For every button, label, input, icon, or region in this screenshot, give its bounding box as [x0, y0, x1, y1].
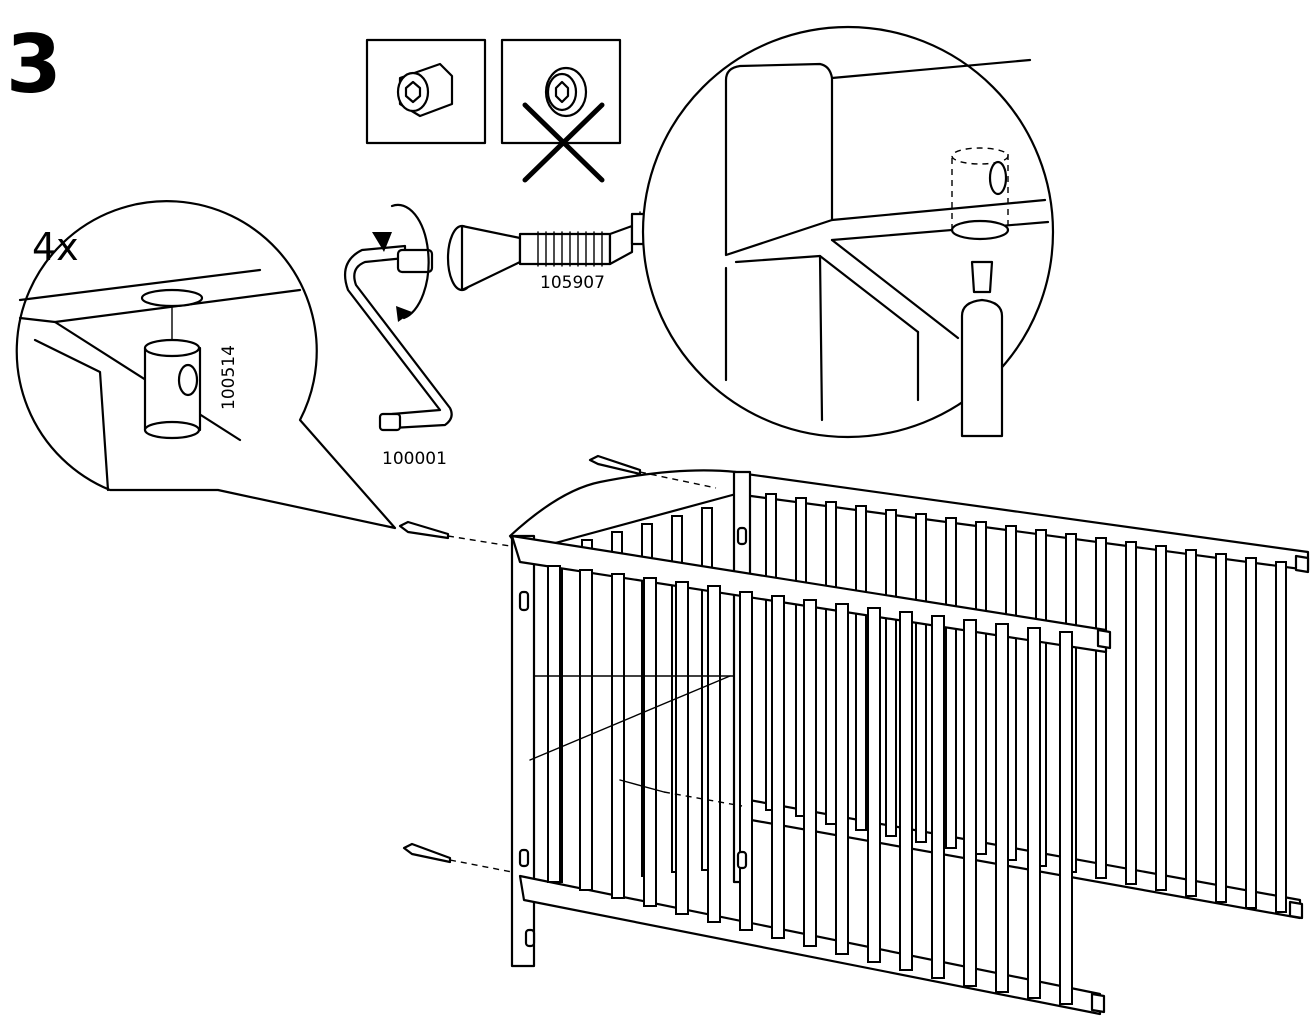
loose-screw-bottom [402, 842, 513, 873]
allen-key-part-number: 100001 [382, 449, 447, 469]
bracket-foot [524, 928, 536, 948]
bracket-bottom [518, 848, 530, 868]
bracket-top [518, 590, 530, 612]
quantity-label: 4x [32, 225, 79, 269]
headboard-top [508, 469, 738, 554]
crib-assembly [508, 469, 1310, 1016]
pre-installed-barrel-nut [950, 147, 1010, 241]
bolt-insertion-callout [641, 25, 1055, 439]
cross-mark-icon [522, 102, 605, 183]
rotation-arrow-icon [372, 203, 430, 322]
screw-part-number: 105907 [540, 273, 605, 293]
step-number: 3 [6, 18, 62, 111]
allen-key [344, 244, 453, 432]
bracket-inner-bottom [736, 850, 748, 870]
callout-circle [641, 25, 1055, 439]
bracket-inner-top [736, 526, 748, 546]
barrel-nut-callout: 4x 100514 [15, 200, 397, 530]
front-side-bars [547, 565, 1073, 1005]
wrong-cam-option [500, 38, 622, 183]
front-rail-top [510, 534, 1108, 654]
barrel-nut [143, 338, 202, 440]
callout-bubble [15, 200, 397, 530]
back-side-bars [765, 493, 1287, 913]
loose-screw-inner [619, 779, 743, 807]
hole [140, 288, 204, 308]
screwdriver-icon [960, 260, 1004, 438]
correct-barrel-nut-option [365, 38, 487, 145]
barrel-nut-part-number: 100514 [219, 345, 239, 410]
loose-screw-middle [398, 520, 511, 547]
barrel-nut-side-icon [396, 62, 454, 118]
loose-screw-top [588, 454, 717, 489]
cam-lock-icon [544, 66, 588, 118]
